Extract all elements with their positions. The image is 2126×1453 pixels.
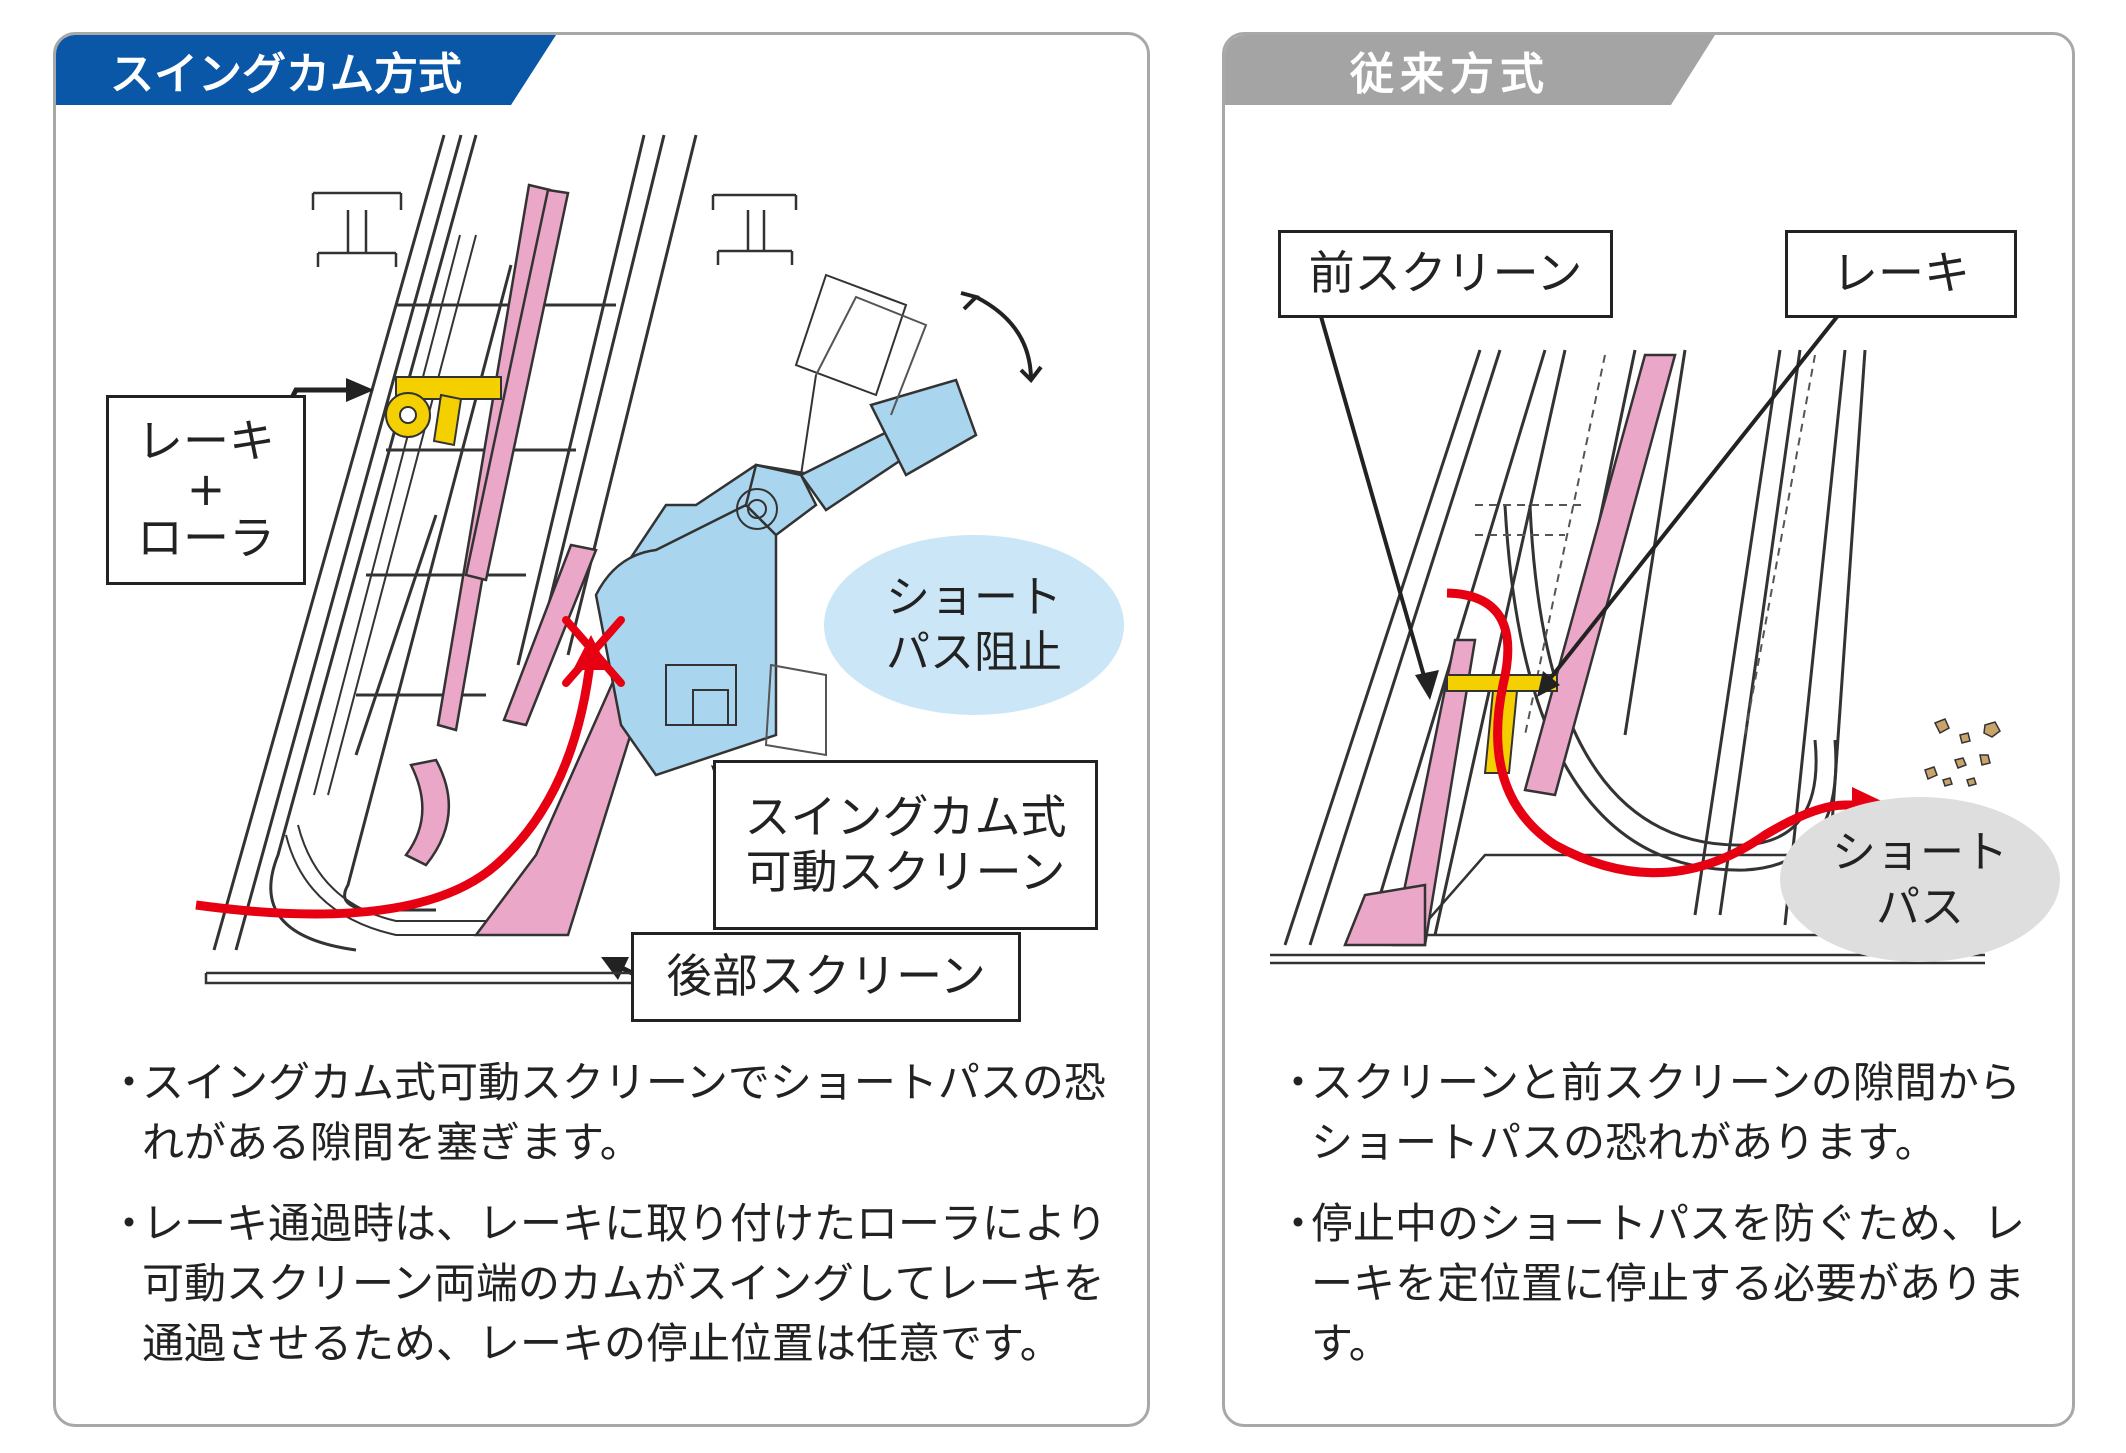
label-swing-cam-screen: スイングカム式 可動スクリーン [713,760,1098,930]
note-item: ・ スクリーンと前スクリーンの隙間からショートパスの恐れがあります。 [1277,1053,2037,1172]
tab-conventional: 従来方式 [1225,35,1715,105]
callout-short-pass-blocked: ショート パス阻止 [824,535,1124,715]
rails [285,234,526,936]
pink-screens [1343,353,1677,947]
swing-cam-line2: 可動スクリーン [745,845,1066,899]
label-front-screen: 前スクリーン [1278,230,1613,318]
ghost-screen [764,295,928,757]
rake-roller-line1: レーキ [137,414,275,469]
dashed-guides [1475,354,1816,736]
blocked-x-icon [562,616,625,687]
swing-cam-diagram [195,134,1043,998]
callout-line1: ショート [886,572,1062,623]
callout-line2: パス阻止 [886,627,1062,678]
note-text: 停止中のショートパスを防ぐため、レーキを定位置に停止する必要があります。 [1311,1199,2026,1368]
base [204,971,638,985]
swing-cam-screen [594,378,978,777]
note-item: ・ 停止中のショートパスを防ぐため、レーキを定位置に停止する必要があります。 [1277,1194,2037,1373]
bullet: ・ [1277,1058,1320,1107]
label-rake-roller: レーキ + ローラ [106,395,306,585]
notes-right: ・ スクリーンと前スクリーンの隙間からショートパスの恐れがあります。 ・ 停止中… [1277,1053,2037,1395]
panel-swing-cam: スイングカム方式 [53,32,1150,1427]
bullet: ・ [108,1199,151,1249]
rake-roller-line2: ローラ [137,510,275,565]
note-item: ・ レーキ通過時は、レーキに取り付けたローラにより可動スクリーン両端のカムがスイ… [108,1194,1108,1373]
note-text: レーキ通過時は、レーキに取り付けたローラにより可動スクリーン両端のカムがスイング… [142,1199,1108,1368]
flow-arrow [195,654,596,919]
rake-text: レーキ [1832,246,1970,301]
note-text: スクリーンと前スクリーンの隙間からショートパスの恐れがあります。 [1311,1058,2021,1167]
swing-cam-line1: スイングカム式 [744,789,1067,844]
debris-icon [1924,718,2001,787]
note-item: ・ スイングカム式可動スクリーンでショートパスの恐れがある隙間を塞ぎます。 [108,1053,1108,1172]
cam-detail [665,273,908,726]
front-screen-text: 前スクリーン [1308,246,1583,301]
bullet: ・ [1277,1199,1320,1249]
rear-screen-text: 後部スクリーン [666,949,986,1004]
rake-roller-plus: + [186,462,226,517]
panel-conventional: 従来方式 [1222,32,2075,1427]
tab-swing-cam: スイングカム方式 [56,35,556,105]
callout-short-pass: ショート パス [1780,797,2060,962]
note-text: スイングカム式可動スクリーンでショートパスの恐れがある隙間を塞ぎます。 [142,1058,1106,1167]
callout-line2: パス [1876,881,1964,933]
bullet: ・ [108,1058,151,1107]
swing-arrow [960,291,1043,384]
arrow-head-front-screen [1415,670,1439,700]
pink-screens [404,183,648,937]
arrow-head-rake [1537,671,1560,697]
notes-left: ・ スイングカム式可動スクリーンでショートパスの恐れがある隙間を塞ぎます。 ・ … [108,1053,1108,1395]
rake-roller-part [385,376,502,447]
label-rake: レーキ [1785,230,2017,318]
label-rear-screen: 後部スクリーン [631,932,1021,1022]
callout-line1: ショート [1832,826,2008,878]
top-beams [311,191,798,267]
leader-lines [1318,311,1842,691]
flow-arrow [1446,588,1855,878]
